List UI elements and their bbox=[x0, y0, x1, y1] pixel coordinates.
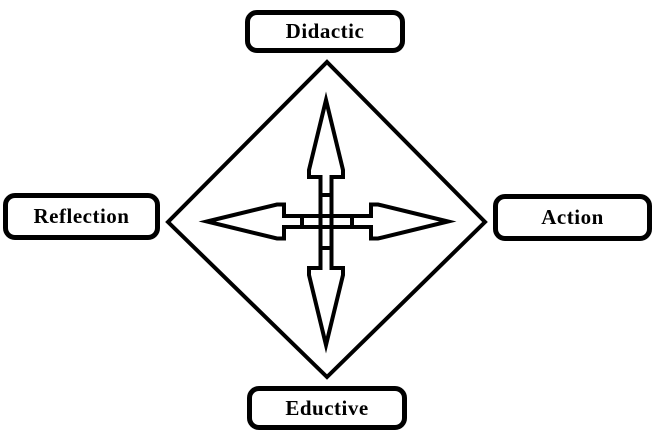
arrow-left-icon bbox=[198, 202, 354, 241]
node-eductive-label: Eductive bbox=[285, 395, 369, 420]
node-action: Action bbox=[493, 194, 652, 241]
four-way-arrow-icon bbox=[198, 91, 457, 354]
arrow-right-icon bbox=[300, 202, 457, 241]
node-didactic: Didactic bbox=[245, 10, 405, 53]
node-didactic-label: Didactic bbox=[285, 19, 365, 43]
arrow-down-icon bbox=[307, 193, 345, 354]
node-reflection: Reflection bbox=[3, 193, 160, 240]
arrow-up-icon bbox=[307, 91, 345, 250]
diamond-outline bbox=[165, 59, 488, 380]
node-action-label: Action bbox=[541, 205, 604, 229]
node-eductive: Eductive bbox=[247, 386, 407, 430]
node-reflection-label: Reflection bbox=[33, 204, 130, 228]
